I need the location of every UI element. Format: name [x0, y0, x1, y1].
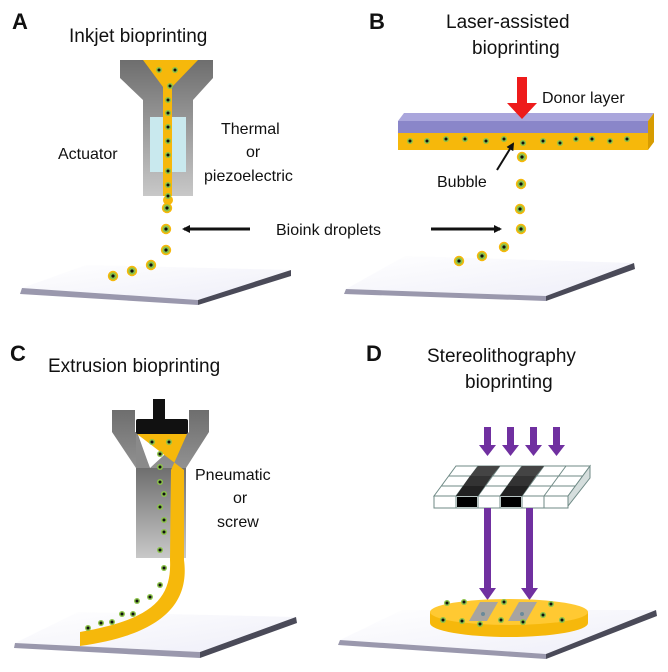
transmitted-light-arrows	[479, 508, 538, 600]
actuator-label: Actuator	[58, 146, 118, 163]
panel-b: B Laser-assisted bioprinting	[344, 9, 654, 301]
panel-a: A Inkjet bioprinting	[12, 9, 293, 305]
mechanism-label-c-2: or	[233, 490, 248, 507]
plunger-rod	[153, 399, 165, 421]
photomask-dark-cells	[456, 466, 544, 507]
mechanism-label-a-2: or	[246, 144, 261, 161]
panel-a-title: Inkjet bioprinting	[69, 26, 207, 47]
bioink-filament	[80, 434, 187, 646]
substrate-b	[344, 256, 635, 301]
panel-letter-b: B	[369, 9, 385, 34]
bubble-label: Bubble	[437, 174, 487, 191]
panel-d: D Stereolithography bioprinting	[338, 341, 657, 659]
panel-c-title: Extrusion bioprinting	[48, 356, 220, 377]
panel-b-title-2: bioprinting	[472, 38, 560, 59]
bubble-pointer-arrow	[496, 142, 515, 171]
mechanism-label-c-3: screw	[217, 514, 259, 531]
substrate-a	[20, 265, 291, 305]
panel-c: C Extrusion bioprinting	[10, 341, 297, 658]
donor-layer-label: Donor layer	[542, 90, 625, 107]
droplets-b	[453, 151, 528, 267]
laser-arrow	[507, 77, 537, 119]
panel-letter-d: D	[366, 341, 382, 366]
panel-letter-a: A	[12, 9, 28, 34]
mechanism-label-a-3: piezoelectric	[204, 168, 293, 185]
panel-d-title-1: Stereolithography	[427, 346, 576, 367]
panel-letter-c: C	[10, 341, 26, 366]
plunger-head	[136, 419, 188, 434]
incoming-light-arrows	[479, 427, 565, 456]
mechanism-label-c-1: Pneumatic	[195, 467, 271, 484]
cured-region-2	[508, 602, 537, 621]
cured-region-1	[469, 602, 498, 621]
bioink-droplets-label: Bioink droplets	[276, 222, 381, 239]
mechanism-label-a-1: Thermal	[221, 121, 280, 138]
panel-b-title-1: Laser-assisted	[446, 12, 570, 33]
bioink-disc	[430, 599, 588, 637]
donor-slab	[398, 113, 654, 150]
panel-d-title-2: bioprinting	[465, 372, 553, 393]
